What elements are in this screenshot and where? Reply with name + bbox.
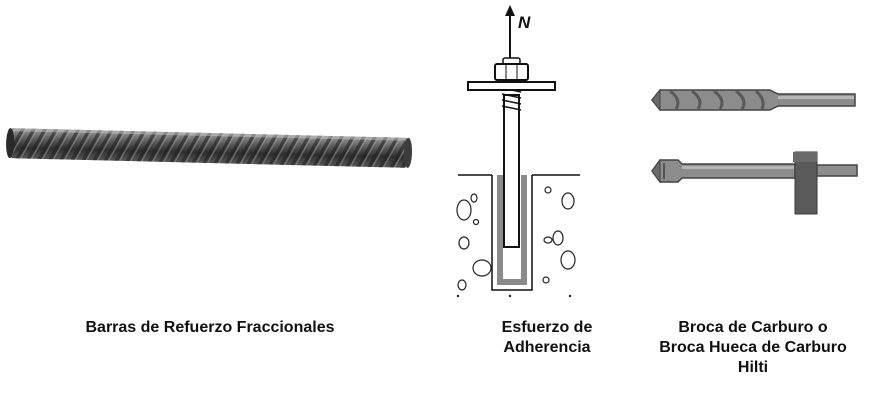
rebar-icon	[6, 128, 413, 168]
carbide-bit-caption-line-1: Broca de Carburo o	[678, 319, 828, 336]
force-arrow-icon	[505, 5, 515, 58]
drill-bit-icon	[651, 88, 856, 112]
bond-stress-caption-line-1: Esfuerzo de	[501, 319, 593, 336]
rebar-caption: Barras de Refuerzo Fraccionales	[20, 318, 400, 338]
carbide-bit-caption: Broca de Carburo o Broca Hueca de Carbur…	[625, 318, 881, 378]
anchor-bolt-icon: N	[456, 5, 580, 298]
drill-bits-group	[651, 88, 858, 215]
force-label: N	[518, 13, 531, 32]
bond-stress-caption-line-2: Adherencia	[503, 339, 591, 356]
rebar-caption-text: Barras de Refuerzo Fraccionales	[85, 319, 335, 336]
bond-stress-caption: Esfuerzo de Adherencia	[472, 318, 622, 358]
hollow-drill-bit-icon	[651, 151, 858, 215]
carbide-bit-caption-line-2: Broca Hueca de Carburo	[659, 339, 847, 356]
carbide-bit-caption-line-3: Hilti	[737, 359, 769, 376]
